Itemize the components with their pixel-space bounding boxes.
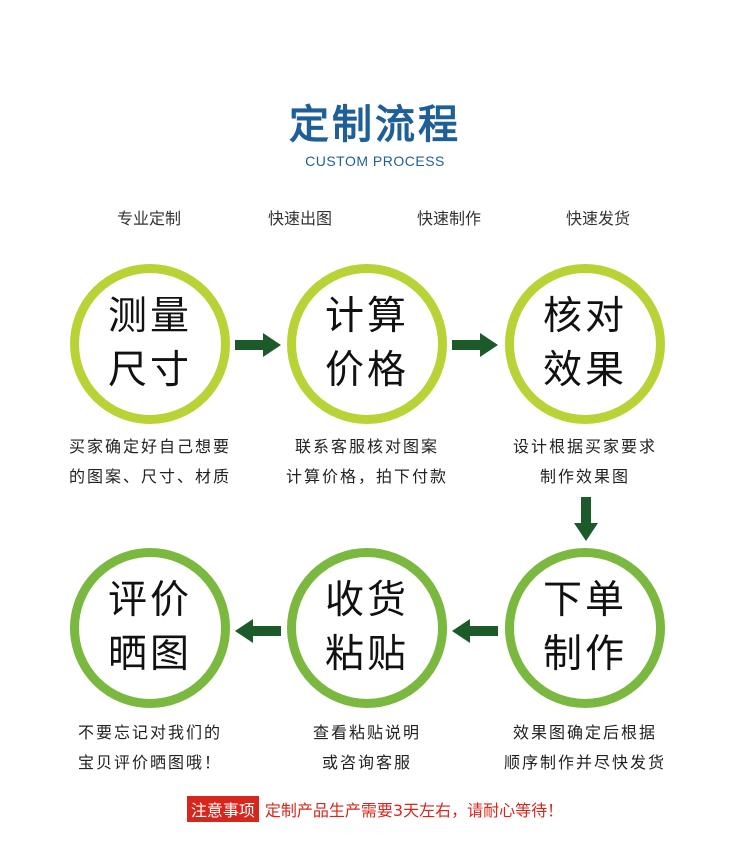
notice-bar: 注意事项定制产品生产需要3天左右，请耐心等待！ [0, 796, 750, 822]
page-title: 定制流程 [289, 102, 461, 148]
step-title-line: 晒图 [107, 632, 192, 677]
step-title-line: 尺寸 [107, 348, 192, 393]
step-order-desc: 效果图确定后根据 顺序制作并尽快发货 [485, 718, 685, 778]
step-title-line: 测量 [107, 294, 192, 339]
desc-line: 计算价格，拍下付款 [285, 467, 448, 486]
step-review-desc: 不要忘记对我们的 宝贝评价晒图哦！ [50, 718, 250, 778]
stage-label-design: 快速出图 [267, 209, 332, 228]
step-title-line: 制作 [542, 632, 627, 677]
step-title-line: 粘贴 [324, 632, 409, 677]
arrow-right-icon [235, 333, 281, 357]
step-measure-desc: 买家确定好自己想要 的图案、尺寸、材质 [50, 432, 250, 492]
step-measure-circle: 测量 尺寸 [70, 264, 230, 424]
page-subtitle: CUSTOM PROCESS [305, 153, 445, 169]
arrow-down-icon [574, 497, 598, 541]
step-title-line: 收货 [324, 578, 409, 623]
step-title-line: 计算 [324, 294, 409, 339]
desc-line: 联系客服核对图案 [294, 437, 439, 456]
stage-label-production: 快速制作 [416, 209, 481, 228]
desc-line: 查看粘贴说明 [312, 723, 421, 742]
arrow-left-icon [452, 619, 498, 643]
desc-line: 设计根据买家要求 [512, 437, 657, 456]
arrow-left-icon [235, 619, 281, 643]
step-title-line: 效果 [542, 348, 627, 393]
desc-line: 不要忘记对我们的 [77, 723, 222, 742]
desc-line: 的图案、尺寸、材质 [68, 467, 231, 486]
desc-line: 效果图确定后根据 [512, 723, 657, 742]
step-title-line: 核对 [542, 294, 627, 339]
notice-tag: 注意事项 [186, 796, 259, 822]
desc-line: 宝贝评价晒图哦！ [77, 753, 222, 772]
desc-line: 制作效果图 [539, 467, 630, 486]
desc-line: 或咨询客服 [321, 753, 412, 772]
step-verify-circle: 核对 效果 [505, 264, 665, 424]
step-verify-desc: 设计根据买家要求 制作效果图 [485, 432, 685, 492]
step-price-desc: 联系客服核对图案 计算价格，拍下付款 [267, 432, 467, 492]
stage-label-custom: 专业定制 [116, 209, 181, 228]
step-title-line: 评价 [107, 578, 192, 623]
notice-text: 定制产品生产需要3天左右，请耐心等待！ [264, 801, 564, 820]
step-receive-circle: 收货 粘贴 [287, 548, 447, 708]
step-receive-desc: 查看粘贴说明 或咨询客服 [267, 718, 467, 778]
desc-line: 买家确定好自己想要 [68, 437, 231, 456]
arrow-right-icon [452, 333, 498, 357]
desc-line: 顺序制作并尽快发货 [503, 753, 666, 772]
step-review-circle: 评价 晒图 [70, 548, 230, 708]
step-title-line: 价格 [324, 348, 409, 393]
step-title-line: 下单 [542, 578, 627, 623]
step-price-circle: 计算 价格 [287, 264, 447, 424]
stage-label-shipping: 快速发货 [565, 209, 630, 228]
step-order-circle: 下单 制作 [505, 548, 665, 708]
